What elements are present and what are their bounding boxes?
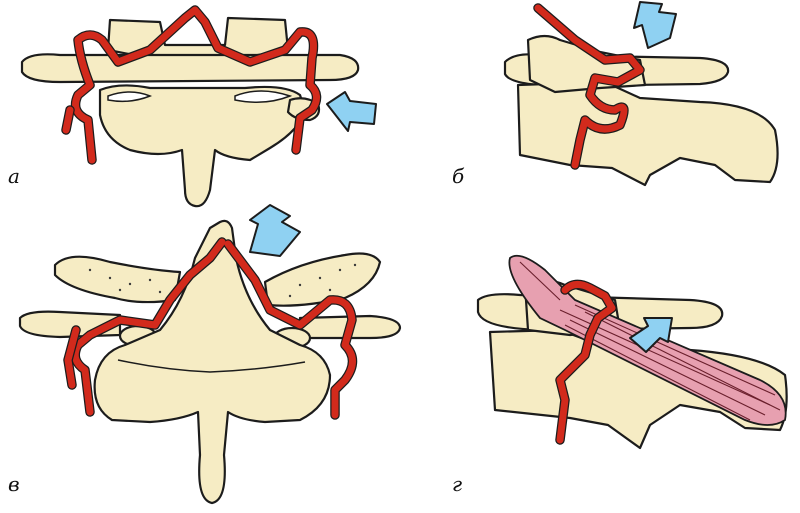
panel-v-bone-texture	[88, 263, 357, 298]
compression-arrow-icon	[629, 317, 673, 353]
panel-b	[503, 1, 779, 187]
panel-g-vertebral-artery	[556, 281, 616, 444]
compression-arrow-icon	[326, 91, 377, 132]
panel-v	[18, 204, 402, 505]
panel-v-right-wing	[263, 252, 382, 307]
panel-a-vertebral-artery	[72, 6, 320, 164]
compression-arrow-icon	[633, 1, 677, 49]
panel-v-vertebra-body	[93, 219, 332, 505]
panel-v-left-wing	[53, 255, 182, 304]
panel-label-v: в	[8, 472, 20, 496]
panel-label-g: г	[452, 472, 462, 496]
panel-a	[20, 5, 377, 208]
panel-a-joint-right	[234, 90, 293, 103]
panel-a-vertebral-body	[98, 84, 307, 208]
panel-v-body-line	[117, 359, 306, 373]
panel-v-vertebral-artery	[71, 238, 356, 419]
compression-arrow-icon	[249, 204, 301, 257]
panel-label-a: а	[8, 164, 20, 188]
panel-label-b: б	[452, 164, 465, 188]
panel-a-transverse-bar	[20, 53, 360, 84]
panel-a-joint-left	[107, 91, 153, 103]
panel-b-vertebral-artery	[534, 4, 644, 169]
panel-g	[476, 254, 788, 450]
panel-b-vertebra-body	[516, 80, 779, 187]
